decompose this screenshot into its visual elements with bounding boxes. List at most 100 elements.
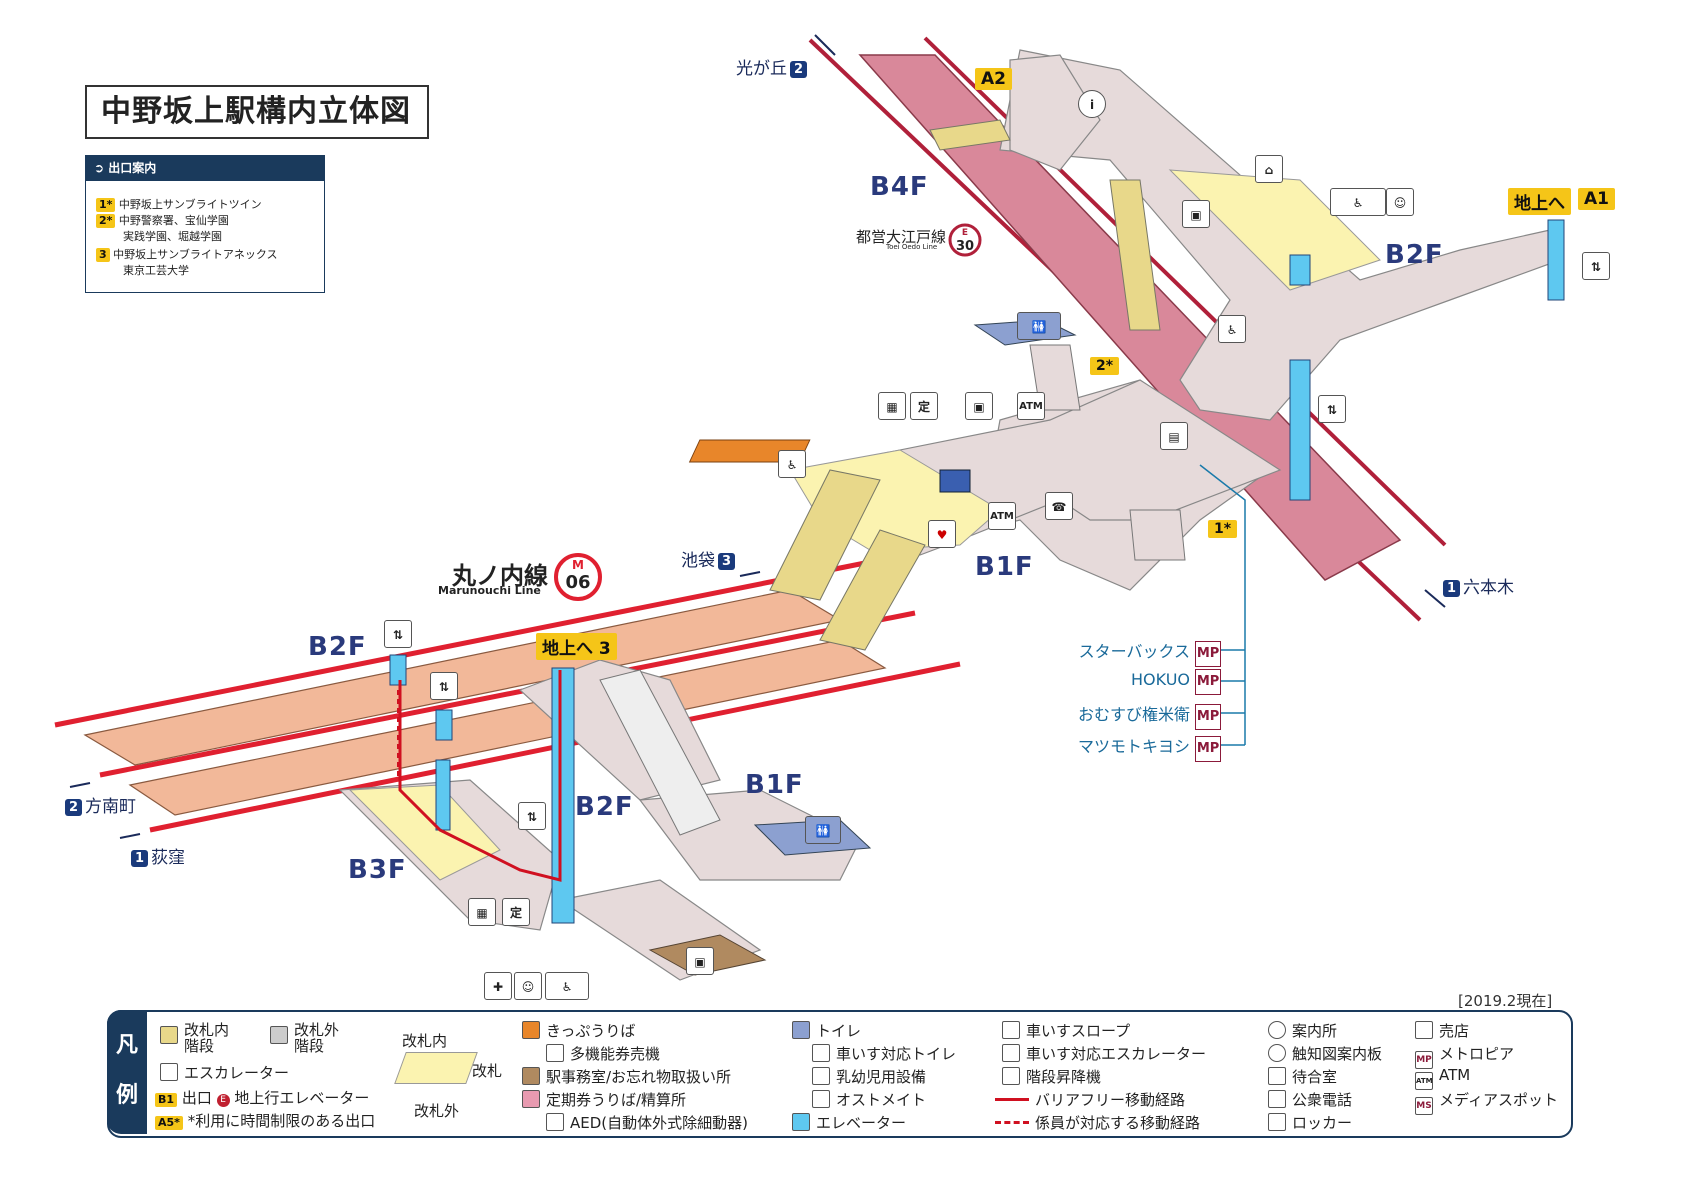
shop-name: マツモトキヨシ — [1077, 737, 1190, 756]
exit-guide-text: 中野坂上サンブライトツイン — [118, 198, 262, 211]
direction-num: 2 — [790, 61, 807, 78]
direction-num: 1 — [131, 850, 148, 867]
legend-slope: 車いすスロープ — [1002, 1020, 1130, 1041]
exit-a2-tag: A2 — [975, 68, 1012, 90]
legend-text: エスカレーター — [184, 1064, 290, 1082]
legend-tab: 凡 例 — [107, 1010, 147, 1134]
exit-badge: 1* — [96, 198, 116, 212]
legend-office: 駅事務室/お忘れ物取扱い所 — [522, 1066, 731, 1087]
legend-text: オストメイト — [836, 1091, 927, 1109]
exit-1star-tag: 1* — [1208, 520, 1238, 538]
wheelchair-slope-icon — [1002, 1021, 1020, 1039]
floor-label-b2f-center: B2F — [575, 792, 634, 822]
phone-icon — [1268, 1090, 1286, 1108]
teiki-icon: 定 — [910, 392, 938, 420]
metropia-tag: MP — [1195, 736, 1222, 762]
waiting-room-icon — [1268, 1067, 1286, 1085]
direction-num: 3 — [718, 553, 735, 570]
oedo-code-num: 30 — [955, 239, 975, 254]
oedo-a2-walkway — [1009, 54, 1101, 171]
direction-num: 1 — [1443, 580, 1460, 597]
barrier-free-route — [398, 670, 562, 882]
marunouchi-code-letter: M — [572, 558, 584, 572]
shop-icon — [1415, 1021, 1433, 1039]
oedo-code-letter: E — [961, 228, 969, 238]
exit-guide-text: 実践学園、堀越学園 — [123, 230, 222, 243]
marunouchi-structure — [54, 469, 961, 981]
direction-text: 方南町 — [85, 797, 136, 817]
metropia-tag: MP — [1195, 704, 1222, 730]
exit-guide-title: 出口案内 — [108, 161, 157, 175]
legend-inner-stairs: 改札内 階段 — [160, 1022, 229, 1054]
legend-elevator: エレベーター — [792, 1112, 906, 1133]
direction-text: 池袋 — [681, 551, 715, 571]
ground-elevator-icon: E — [216, 1094, 230, 1107]
floor-label-b2f-oedo: B2F — [1385, 240, 1444, 270]
maru-stairs-upper — [769, 469, 881, 601]
oedo-elevator-1 — [1289, 359, 1311, 501]
maru-rail-1 — [54, 559, 871, 728]
exit-guide-panel: ➲ 出口案内 1* 中野坂上サンブライトツイン 2* 中野警察署、宝仙学園 実践… — [85, 155, 325, 293]
maru-stairs-lower — [819, 529, 926, 651]
e30-station-mark — [948, 223, 982, 257]
maru-rail-2 — [99, 610, 916, 778]
toilet-wheelchair-icon: ♿ — [545, 972, 589, 1000]
oedo-line-structure — [808, 36, 1565, 622]
legend-gate: 改札 — [472, 1062, 503, 1080]
marunouchi-code-num: 06 — [565, 572, 591, 593]
marunouchi-line-name: 丸ノ内線 — [452, 562, 548, 590]
arrow-honancho — [69, 782, 91, 788]
legend-text: 車いすスロープ — [1026, 1022, 1131, 1040]
teiki-icon: 定 — [502, 898, 530, 926]
legend-text: 売店 — [1439, 1022, 1470, 1040]
legend-waiting: 待合室 — [1268, 1066, 1337, 1087]
legend-ticket: きっぷうりば — [522, 1020, 635, 1041]
exit-guide-item: 実践学園、堀越学園 — [123, 230, 222, 244]
media-spot-icon: MS — [1415, 1097, 1433, 1115]
shop-connector-main — [1199, 464, 1246, 745]
legend-text: メディアスポット — [1439, 1091, 1558, 1109]
wheelchair-toilet-icon — [812, 1044, 830, 1062]
ostomate-icon — [812, 1090, 830, 1108]
date-stamp: [2019.2現在] — [1458, 992, 1553, 1010]
legend-text: 定期券うりば/精算所 — [546, 1091, 687, 1109]
oedo-elevator-a1 — [1547, 219, 1565, 301]
floor-label-b3f: B3F — [348, 855, 407, 885]
office-icon — [522, 1067, 540, 1085]
direction-text: 六本木 — [1463, 578, 1514, 598]
barrier-free-line — [995, 1098, 1029, 1101]
direction-num: 2 — [65, 799, 82, 816]
direction-arrows — [69, 34, 1446, 839]
exit-a1-to-ground: 地上へ — [1508, 188, 1571, 215]
maru-elevator-main — [551, 667, 575, 924]
legend-text: ロッカー — [1292, 1114, 1353, 1132]
atm-icon: ATM — [988, 502, 1016, 530]
ostomate-icon: ✚ — [484, 972, 512, 1000]
legend-text: 地上行エレベーター — [234, 1089, 370, 1107]
elevator-icon: ⇅ — [430, 672, 458, 700]
legend-text: 駅事務室/お忘れ物取扱い所 — [546, 1068, 732, 1086]
shop-hokuo: HOKUO MP — [1040, 669, 1222, 695]
ticket-icon: ▦ — [468, 898, 496, 926]
legend-teiki: 定期券うりば/精算所 — [522, 1089, 686, 1110]
ticket-icon — [522, 1021, 540, 1039]
legend-info: 案内所 — [1268, 1020, 1337, 1041]
waiting-room-icon: ⌂ — [1255, 155, 1283, 183]
toilet-icon: 🚻 — [805, 816, 841, 844]
legend-shop: 売店 — [1415, 1020, 1469, 1041]
tactile-map-icon — [1268, 1044, 1286, 1062]
metropia-tag: MP — [1195, 641, 1222, 667]
legend-wc-toilet: 車いす対応トイレ — [812, 1043, 956, 1064]
exit-3-num: 3 — [598, 639, 611, 659]
elevator-icon: ⇅ — [384, 620, 412, 648]
legend-aed: AED(自動体外式除細動器) — [546, 1112, 748, 1133]
baby-icon: ☺ — [514, 972, 542, 1000]
exit-3-to-ground: 地上へ 3 — [536, 633, 617, 660]
baby-icon — [812, 1067, 830, 1085]
arrow-hikarigaoka — [814, 34, 836, 56]
locker-icon — [1268, 1113, 1286, 1131]
